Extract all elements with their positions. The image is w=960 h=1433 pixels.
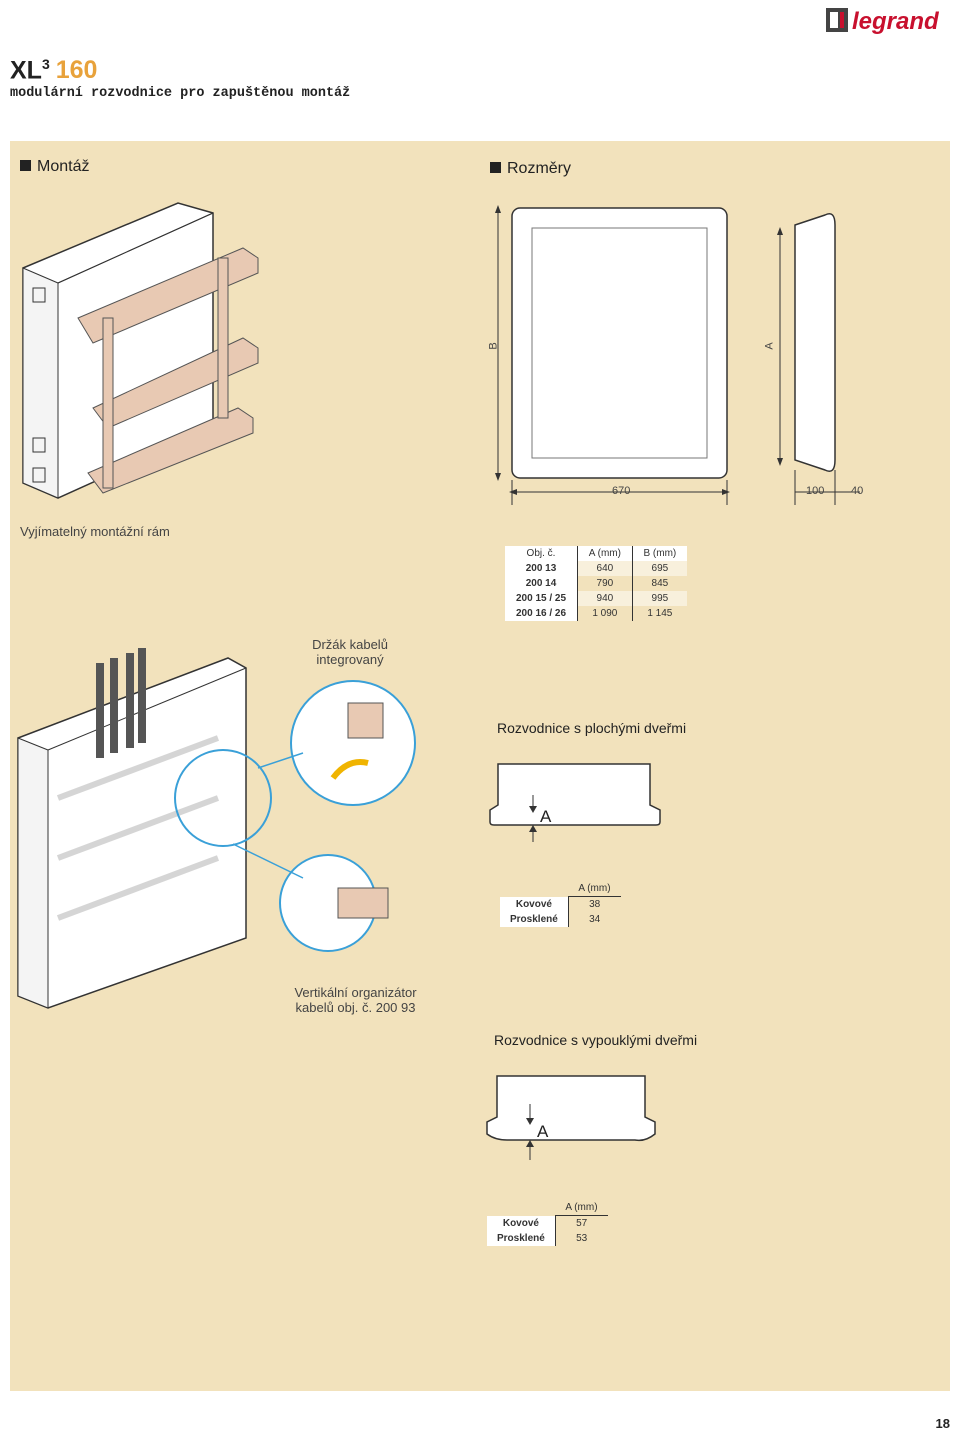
frame-illustration — [22, 202, 259, 499]
dim-width-label: 670 — [612, 485, 631, 497]
title-number: 160 — [55, 56, 98, 85]
curved-door-profile — [486, 1075, 656, 1160]
curved-door-a-label: A — [537, 1122, 549, 1141]
section-montaz: Montáž — [20, 158, 89, 176]
page-subtitle: modulární rozvodnice pro zapuštěnou mont… — [10, 86, 351, 101]
flat-doors-title: Rozvodnice s plochými dveřmi — [497, 720, 687, 736]
brand-text: legrand — [852, 8, 940, 35]
col-header: Obj. č. — [505, 546, 578, 561]
col-header: B (mm) — [631, 546, 687, 561]
dim-40-label: 40 — [851, 485, 864, 497]
cable-holder-caption: Držák kabelů integrovaný — [312, 637, 388, 667]
enclosure-illustration — [17, 648, 416, 1009]
col-header: A (mm) — [577, 546, 633, 561]
flat-door-profile — [489, 763, 661, 842]
section-rozmery: Rozměry — [490, 160, 571, 178]
dim-b-label: B — [487, 342, 500, 350]
page-number: 18 — [935, 1416, 950, 1431]
curved-doors-title: Rozvodnice s vypouklými dveřmi — [494, 1032, 698, 1048]
dim-100-label: 100 — [806, 485, 825, 497]
legrand-logo: legrand — [826, 4, 954, 36]
organizer-caption: Vertikální organizátor kabelů obj. č. 20… — [294, 985, 417, 1015]
frame-caption: Vyjímatelný montážní rám — [20, 524, 170, 539]
dimension-drawing — [495, 205, 860, 505]
flat-door-a-label: A — [540, 807, 552, 826]
dim-a-label: A — [763, 342, 776, 350]
